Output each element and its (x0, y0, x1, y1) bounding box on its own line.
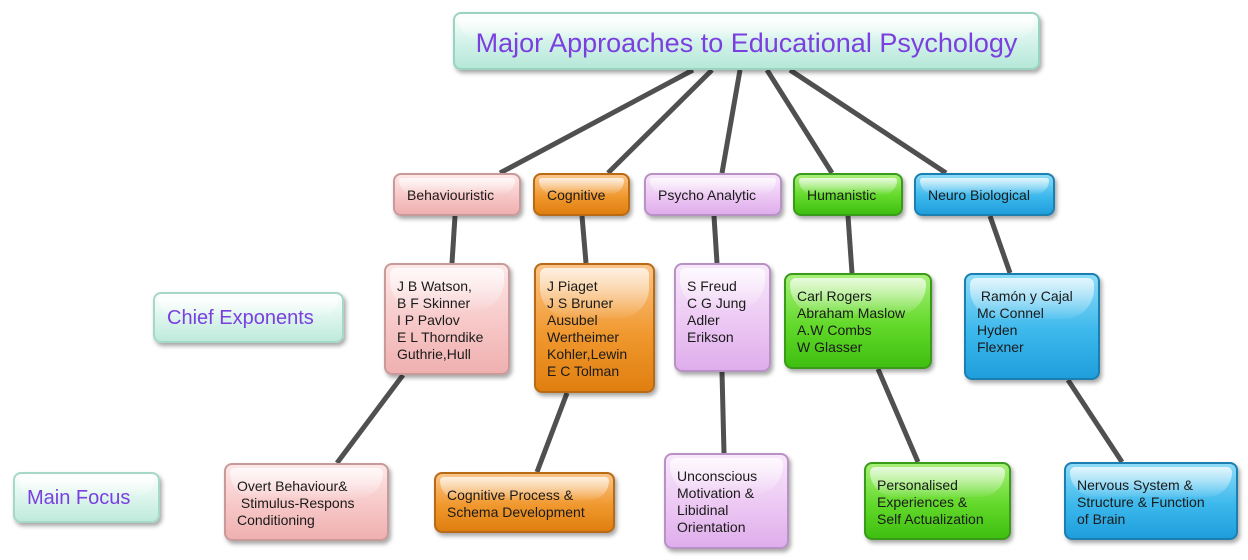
main-focus-label: Main Focus (27, 487, 131, 509)
main-focus-label-box: Main Focus (13, 472, 160, 523)
approach-behaviouristic-label: Behaviouristic (407, 187, 495, 203)
connector-humanistic-focus (875, 368, 921, 463)
exponents-neuro-biological: Ramón y Cajal Mc Connel Hyden Flexner (964, 273, 1100, 380)
focus-humanistic: Personalised Experiences & Self Actualiz… (864, 462, 1011, 540)
diagram-title: Major Approaches to Educational Psycholo… (475, 28, 1018, 58)
connector-cognitive-exponents (579, 215, 589, 264)
connector-cognitive-focus (534, 392, 570, 473)
approach-psycho-analytic: Psycho Analytic (644, 173, 782, 216)
connector-psycho-analytic-focus (719, 371, 727, 454)
focus-humanistic-text: Personalised Experiences & Self Actualiz… (877, 477, 984, 527)
exponents-neuro-biological-text: Ramón y Cajal Mc Connel Hyden Flexner (977, 288, 1073, 355)
diagram-title-box: Major Approaches to Educational Psycholo… (453, 12, 1040, 70)
connector-title-cognitive (606, 68, 714, 175)
focus-psycho-analytic-text: Unconscious Motivation & Libidinal Orien… (677, 468, 758, 535)
approach-neuro-biological-label: Neuro Biological (928, 187, 1030, 203)
connector-neuro-biological-focus (1065, 378, 1125, 464)
connector-psycho-analytic-exponents (711, 215, 720, 264)
exponents-behaviouristic: J B Watson, B F Skinner I P Pavlov E L T… (384, 263, 510, 375)
connector-behaviouristic-focus (335, 373, 405, 465)
focus-neuro-biological: Nervous System & Structure & Function of… (1064, 462, 1238, 540)
focus-neuro-biological-text: Nervous System & Structure & Function of… (1077, 477, 1205, 527)
connector-title-neuro-biological (788, 67, 948, 176)
connector-title-humanistic (764, 68, 835, 175)
connector-title-psycho-analytic (719, 69, 743, 174)
focus-cognitive: Cognitive Process & Schema Development (434, 472, 615, 533)
exponents-behaviouristic-text: J B Watson, B F Skinner I P Pavlov E L T… (397, 278, 484, 362)
chief-exponents-label: Chief Exponents (167, 307, 314, 329)
connector-neuro-biological-exponents (987, 215, 1013, 274)
focus-behaviouristic: Overt Behaviour& Stimulus-Respons Condit… (224, 463, 389, 541)
focus-cognitive-text: Cognitive Process & Schema Development (447, 487, 585, 520)
connector-behaviouristic-exponents (449, 215, 458, 264)
approach-behaviouristic: Behaviouristic (393, 173, 521, 216)
connector-title-behaviouristic (498, 67, 695, 176)
approach-neuro-biological: Neuro Biological (914, 173, 1055, 216)
approach-cognitive-label: Cognitive (547, 187, 606, 203)
exponents-cognitive-text: J Piaget J S Bruner Ausubel Wertheimer K… (547, 278, 628, 379)
exponents-cognitive: J Piaget J S Bruner Ausubel Wertheimer K… (534, 263, 655, 393)
focus-psycho-analytic: Unconscious Motivation & Libidinal Orien… (664, 453, 789, 549)
exponents-psycho-analytic: S Freud C G Jung Adler Erikson (674, 263, 771, 372)
approach-humanistic: Humanistic (793, 173, 903, 216)
approach-psycho-analytic-label: Psycho Analytic (658, 187, 757, 203)
exponents-humanistic-text: Carl Rogers Abraham Maslow A.W Combs W G… (797, 288, 906, 355)
connector-humanistic-exponents (845, 215, 855, 274)
chief-exponents-label-box: Chief Exponents (153, 292, 344, 343)
exponents-psycho-analytic-text: S Freud C G Jung Adler Erikson (687, 278, 747, 345)
focus-behaviouristic-text: Overt Behaviour& Stimulus-Respons Condit… (237, 478, 355, 528)
exponents-humanistic: Carl Rogers Abraham Maslow A.W Combs W G… (784, 273, 932, 369)
approach-humanistic-label: Humanistic (807, 187, 877, 203)
approach-cognitive: Cognitive (533, 173, 630, 216)
